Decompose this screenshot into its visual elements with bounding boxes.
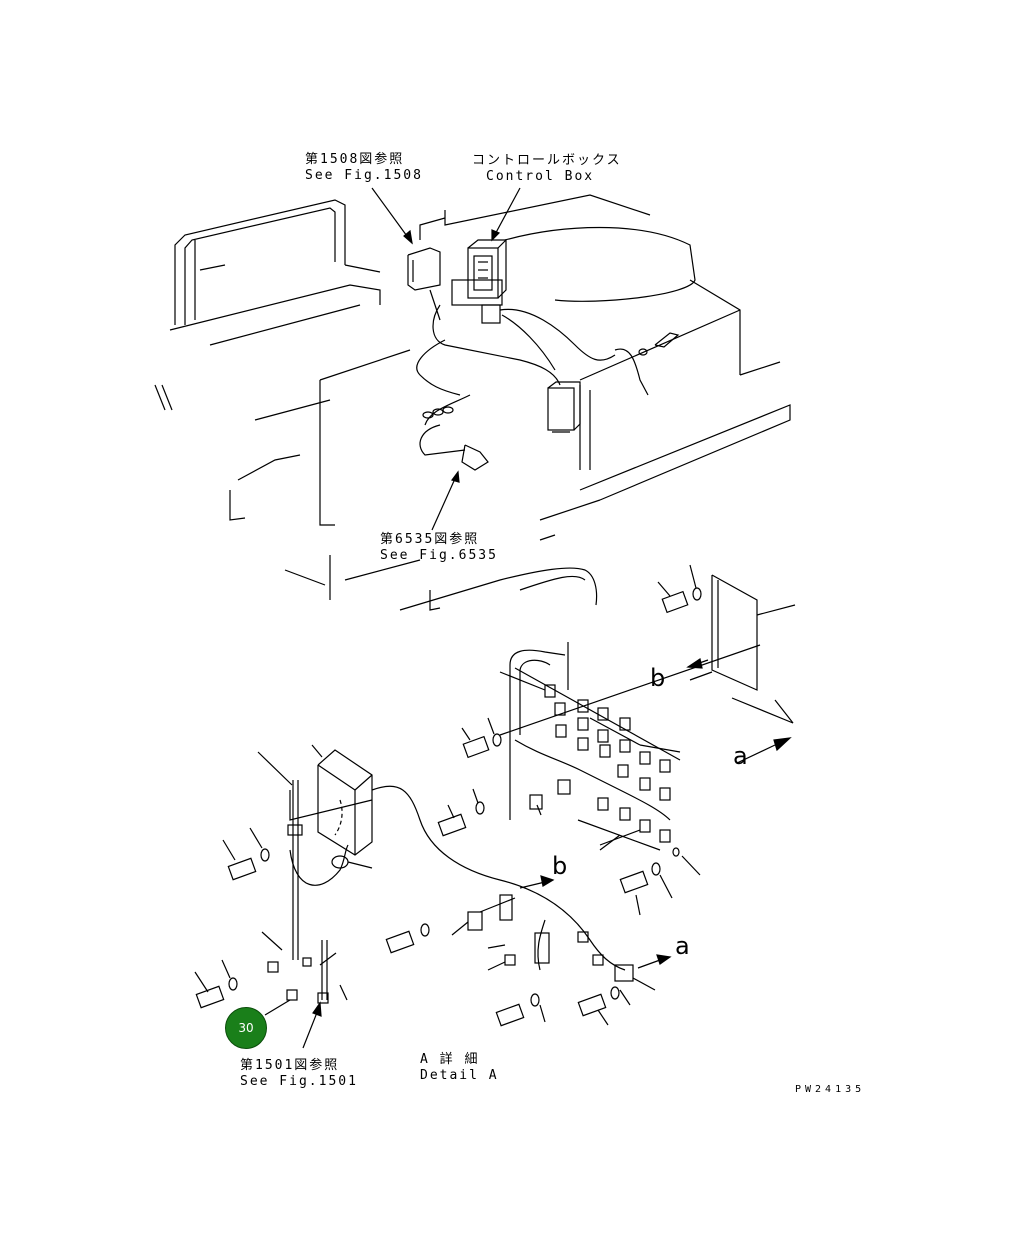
ref-1501-jp-label: 第1501図参照 [240,1058,340,1073]
ref-1508-en-label: See Fig.1508 [305,168,423,183]
view-a-label-lower: a [675,932,690,960]
control-box-en-label: Control Box [486,169,595,184]
ref-1508-jp-label: 第1508図参照 [305,152,405,167]
callout-marker-30[interactable]: 30 [225,1007,267,1049]
machine-frame [154,194,791,611]
detail-a-jp-label: A 詳 細 [420,1052,480,1067]
detail-a-drawing [194,564,796,1049]
ref-6535-en-label: See Fig.6535 [380,548,498,563]
control-box-jp-label: コントロールボックス [472,153,622,168]
view-a-label-upper: a [733,742,748,770]
ref-6535-jp-label: 第6535図参照 [380,532,480,547]
drawing-number: PW24135 [795,1084,866,1095]
ref-1501-en-label: See Fig.1501 [240,1074,358,1089]
detail-a-en-label: Detail A [420,1068,499,1083]
upper-harness [416,289,680,471]
callout-marker-number: 30 [238,1021,254,1035]
control-box-assembly [407,239,581,433]
upper-leaders [371,187,521,531]
view-b-label-lower: b [552,852,568,880]
view-b-label-upper: b [650,664,666,692]
